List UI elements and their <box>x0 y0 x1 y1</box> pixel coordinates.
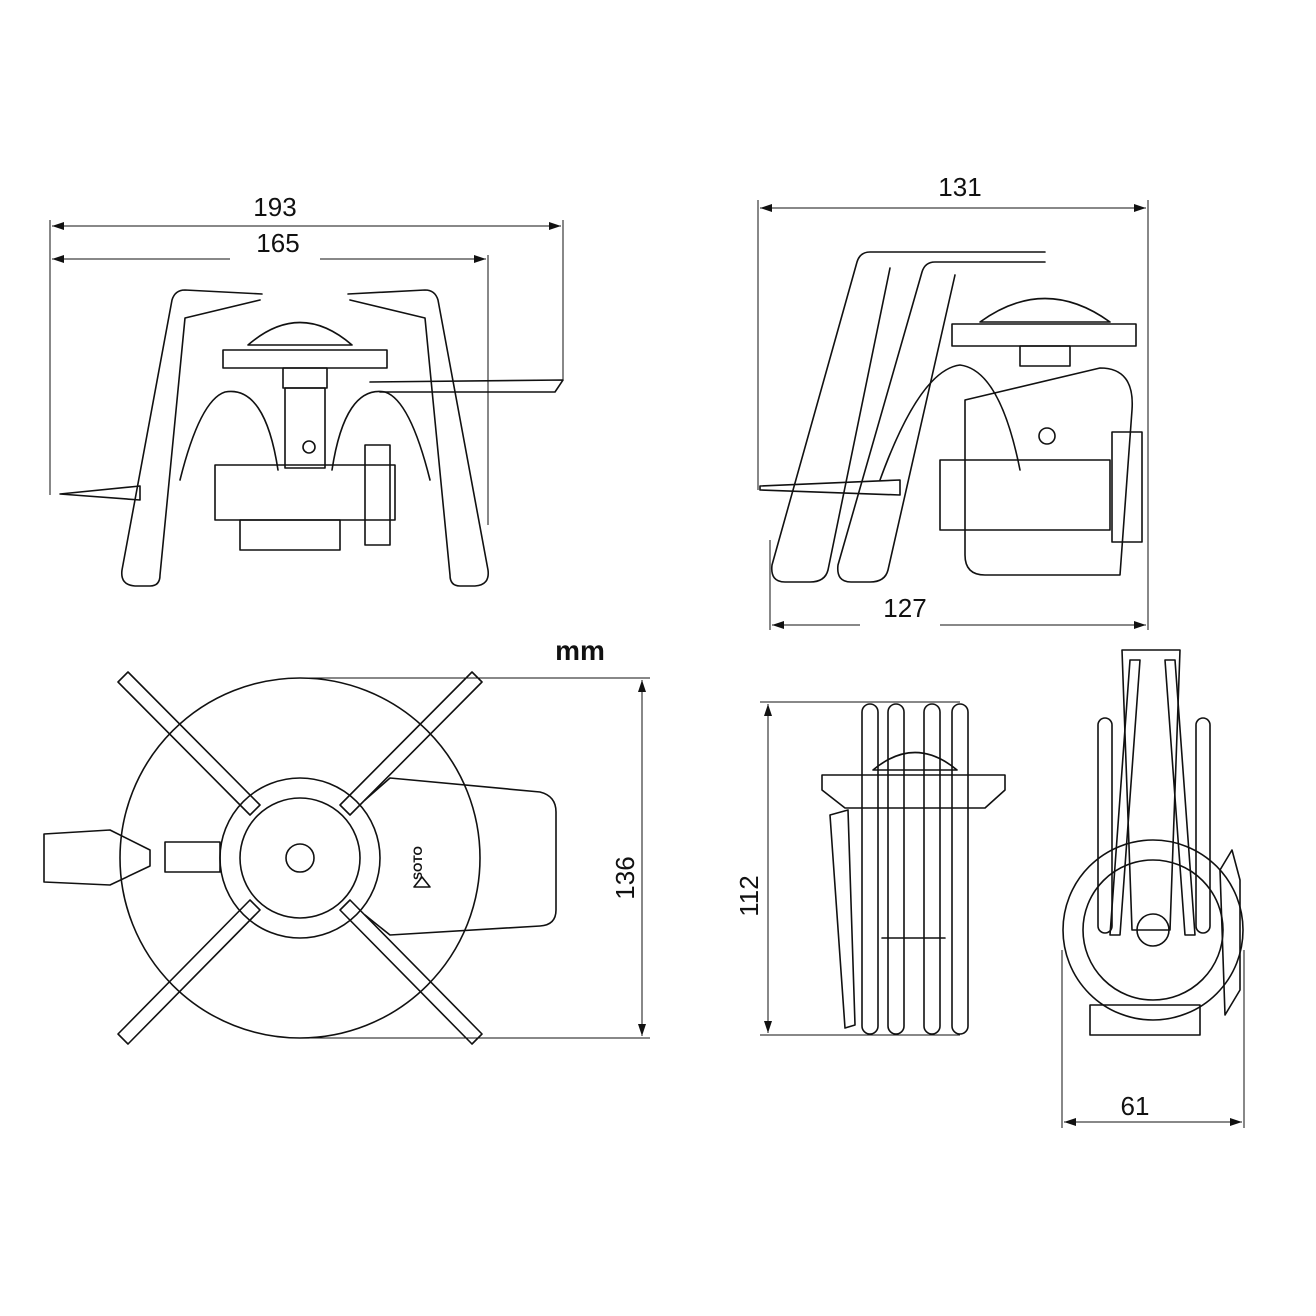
folded-end-view: 61 <box>1061 649 1245 1128</box>
svg-text:SOTO: SOTO <box>411 846 425 880</box>
folded-side-view: 112 <box>734 701 1006 1036</box>
soto-logo: SOTO <box>411 846 431 888</box>
top-view: mm 136 SOTO <box>43 635 650 1045</box>
dim-label-136: 136 <box>610 856 640 899</box>
dim-label-112: 112 <box>734 875 764 916</box>
dim-label-127: 127 <box>883 593 926 623</box>
units-label: mm <box>555 635 605 666</box>
front-view: 193 165 <box>49 192 564 587</box>
dim-label-193: 193 <box>253 192 296 222</box>
dim-label-165: 165 <box>256 228 299 258</box>
dim-label-61: 61 <box>1121 1091 1150 1121</box>
dim-label-131: 131 <box>938 172 981 202</box>
side-view: 131 127 <box>757 172 1149 642</box>
